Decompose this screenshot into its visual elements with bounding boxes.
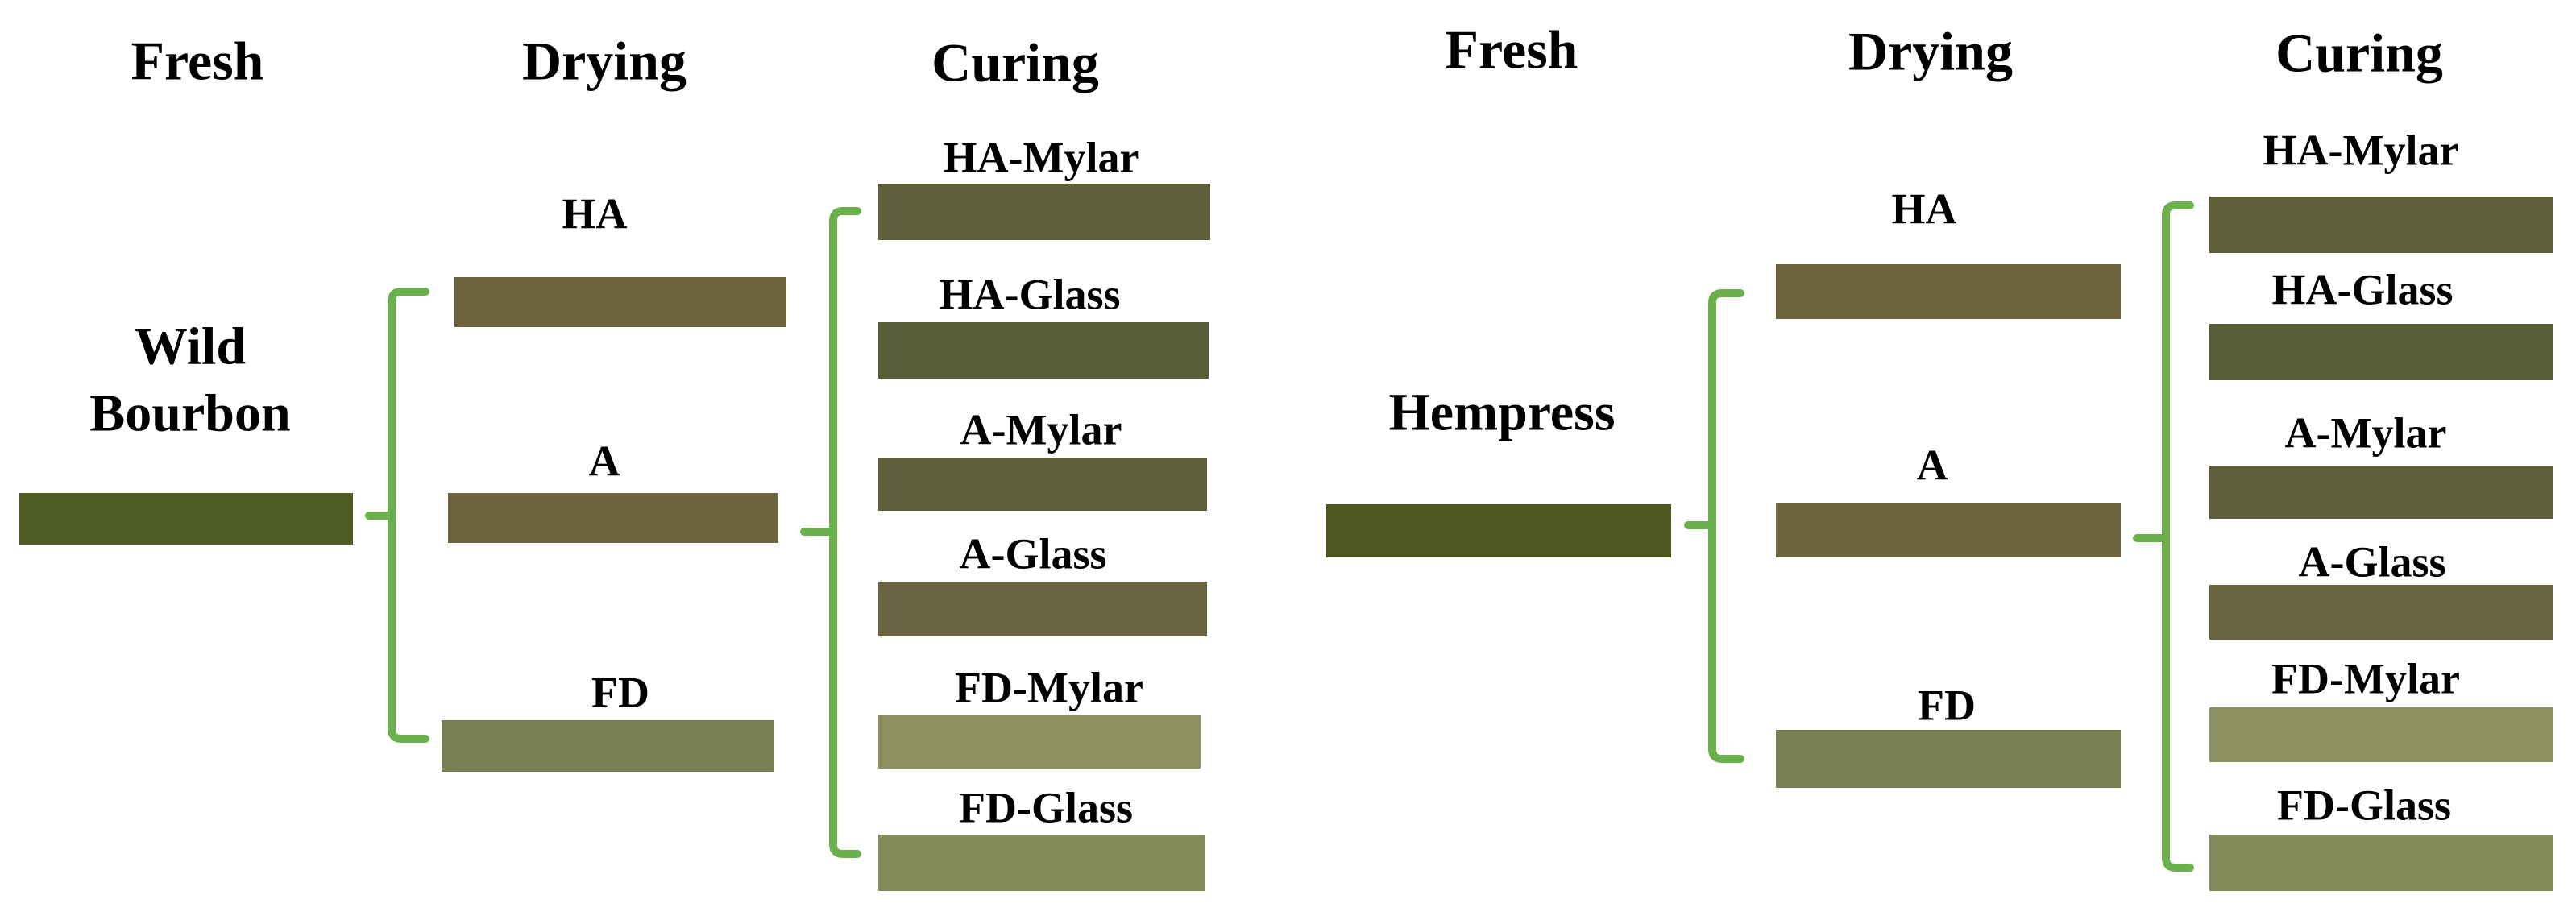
swatch-drying-ha [1776, 264, 2121, 319]
label-curing-ha-glass: HA-Glass [2271, 265, 2454, 314]
label-curing-a-glass: A-Glass [959, 529, 1107, 578]
swatch-curing-a-glass [878, 582, 1207, 636]
sample-label-line2: Bourbon [89, 383, 291, 443]
label-drying-a: A [588, 437, 620, 486]
label-curing-fd-glass: FD-Glass [2277, 781, 2451, 830]
label-drying-a: A [1916, 441, 1948, 490]
swatch-curing-fd-glass [2209, 835, 2553, 891]
label-curing-ha-glass: HA-Glass [939, 270, 1121, 319]
swatch-curing-fd-glass [878, 835, 1205, 891]
header-drying: Drying [522, 30, 687, 92]
swatch-curing-ha-glass [878, 322, 1209, 379]
swatch-drying-fd [1776, 730, 2121, 788]
header-fresh: Fresh [131, 30, 264, 92]
label-curing-ha-mylar: HA-Mylar [943, 133, 1139, 182]
sample-label-line1: Hempress [1388, 383, 1616, 442]
label-drying-fd: FD [591, 668, 649, 717]
label-drying-ha: HA [1891, 184, 1957, 234]
label-curing-a-mylar: A-Mylar [960, 405, 1122, 454]
bracket-wb-drying-to-curing [800, 207, 861, 858]
label-curing-ha-mylar: HA-Mylar [2263, 126, 2459, 175]
swatch-curing-ha-mylar [878, 184, 1210, 240]
swatch-fresh [19, 493, 353, 545]
swatch-curing-a-glass [2209, 585, 2553, 640]
swatch-drying-a [1776, 503, 2121, 557]
swatch-drying-a [448, 493, 778, 543]
swatch-curing-fd-mylar [2209, 707, 2553, 762]
label-curing-fd-mylar: FD-Mylar [2271, 654, 2460, 703]
swatch-fresh [1326, 504, 1671, 557]
swatch-curing-fd-mylar [878, 715, 1201, 769]
sample-label-line1: Wild [134, 317, 247, 376]
bracket-hp-fresh-to-drying [1684, 289, 1744, 763]
swatch-drying-ha [454, 277, 786, 327]
label-curing-a-glass: A-Glass [2298, 537, 2446, 586]
label-curing-fd-glass: FD-Glass [959, 783, 1133, 832]
header-drying: Drying [1848, 20, 2013, 82]
header-curing: Curing [931, 31, 1099, 93]
bracket-hp-drying-to-curing [2133, 201, 2194, 872]
swatch-curing-ha-glass [2209, 324, 2553, 380]
swatch-curing-a-mylar [2209, 466, 2553, 519]
swatch-curing-a-mylar [878, 458, 1207, 511]
bracket-wb-fresh-to-drying [365, 288, 429, 743]
label-drying-fd: FD [1918, 681, 1976, 730]
swatch-curing-ha-mylar [2209, 197, 2553, 253]
header-curing: Curing [2275, 22, 2443, 84]
header-fresh: Fresh [1445, 19, 1578, 81]
label-curing-a-mylar: A-Mylar [2284, 408, 2447, 458]
label-drying-ha: HA [562, 189, 628, 238]
swatch-drying-fd [442, 720, 774, 772]
label-curing-fd-mylar: FD-Mylar [955, 663, 1143, 712]
